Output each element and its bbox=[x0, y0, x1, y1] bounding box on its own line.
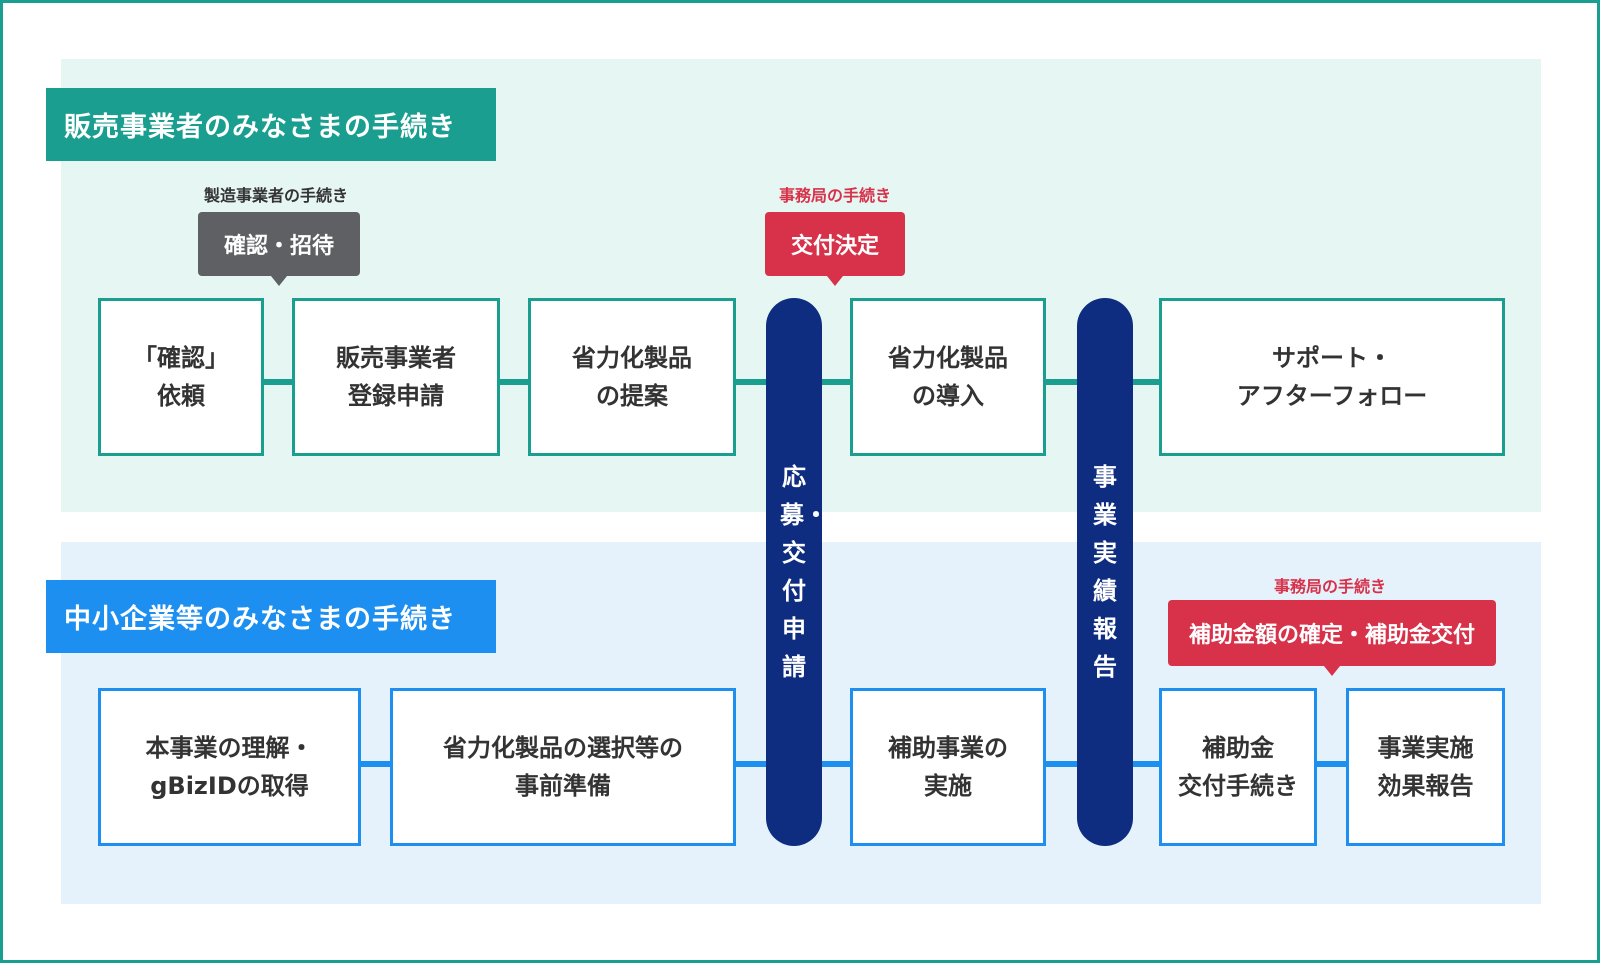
flow-box-support-followup: サポート・ アフターフォロー bbox=[1159, 298, 1505, 456]
flow-box-effect-report: 事業実施 効果報告 bbox=[1346, 688, 1505, 846]
flow-box-seller-registration: 販売事業者 登録申請 bbox=[292, 298, 500, 456]
flow-box-product-proposal: 省力化製品 の提案 bbox=[528, 298, 736, 456]
flow-box-grant-procedure: 補助金 交付手続き bbox=[1159, 688, 1317, 846]
flow-box-confirmation-request: 「確認」 依頼 bbox=[98, 298, 264, 456]
flow-box-preparation: 省力化製品の選択等の 事前準備 bbox=[390, 688, 736, 846]
grant-finalization-bubble: 補助金額の確定・補助金交付 bbox=[1168, 600, 1496, 676]
grant-decision-bubble: 交付決定 bbox=[765, 212, 905, 286]
application-pillar: 応募・交付申請 bbox=[766, 298, 828, 846]
sales-business-section-label: 販売事業者のみなさまの手続き bbox=[46, 88, 496, 161]
sme-section-label: 中小企業等のみなさまの手続き bbox=[46, 580, 496, 653]
report-pillar-label: 事業実績報告 bbox=[1093, 463, 1117, 681]
report-pillar: 事業実績報告 bbox=[1077, 298, 1133, 846]
flow-box-project-implementation: 補助事業の 実施 bbox=[850, 688, 1046, 846]
confirm-invite-bubble: 確認・招待 bbox=[198, 212, 360, 286]
manufacturer-procedure-note: 製造事業者の手続き bbox=[203, 186, 348, 205]
office-procedure-note-bottom: 事務局の手続き bbox=[1273, 577, 1386, 596]
flow-box-understanding-gbizid: 本事業の理解・ gBizIDの取得 bbox=[98, 688, 361, 846]
office-procedure-note-top: 事務局の手続き bbox=[778, 186, 891, 205]
application-pillar-label: 応募・交付申請 bbox=[780, 463, 828, 681]
flow-box-product-introduction: 省力化製品 の導入 bbox=[850, 298, 1046, 456]
